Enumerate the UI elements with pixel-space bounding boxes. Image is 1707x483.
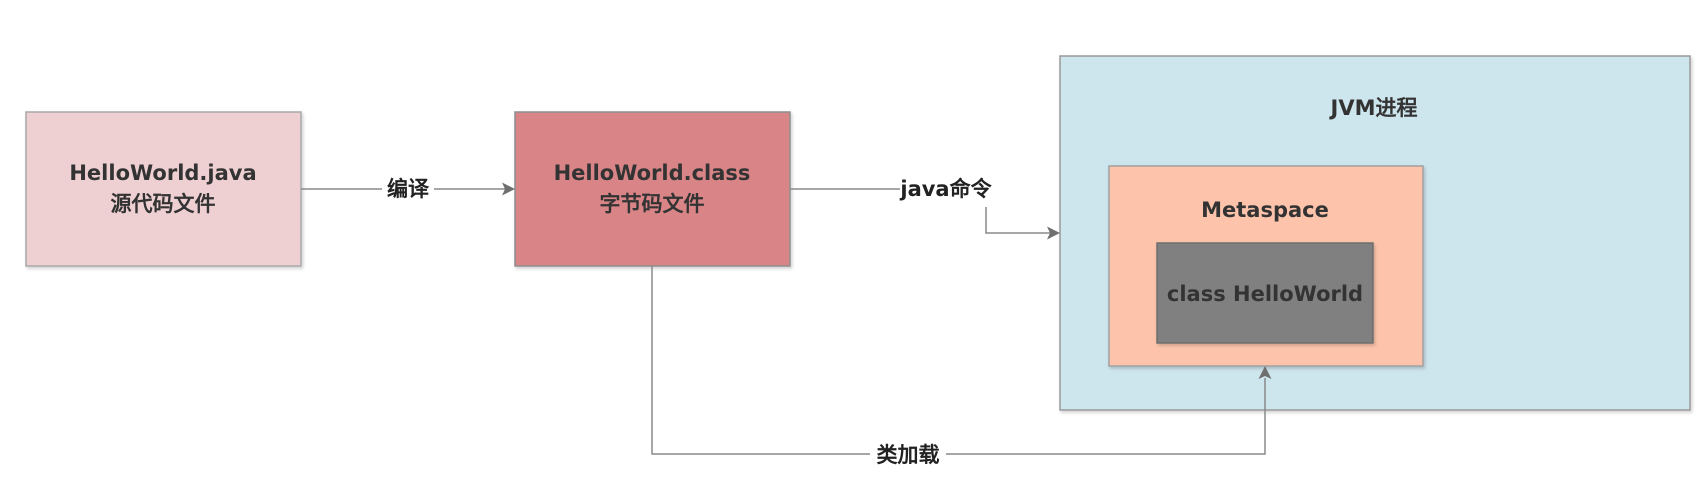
bytecode-file-subtitle: 字节码文件 (600, 192, 705, 216)
java-command-arrow-head (1047, 226, 1060, 240)
class-load-edge-label: 类加载 (877, 443, 940, 467)
jvm-process-title: JVM进程 (1329, 96, 1418, 120)
class-helloworld-box (1156, 242, 1374, 344)
class-helloworld-label: class HelloWorld (1167, 282, 1363, 306)
bytecode-file-title: HelloWorld.class (554, 161, 751, 185)
compile-edge[interactable]: 编译 (301, 177, 515, 201)
bytecode-file-node[interactable]: HelloWorld.class 字节码文件 (514, 111, 791, 267)
metaspace-title: Metaspace (1201, 198, 1329, 222)
compile-edge-label: 编译 (387, 177, 430, 201)
class-load-arrow-head (1258, 366, 1272, 379)
source-file-node[interactable]: HelloWorld.java 源代码文件 (25, 111, 302, 267)
java-command-edge[interactable]: java命令 (790, 177, 1060, 240)
java-command-edge-line-b (985, 207, 1050, 234)
compile-arrow-head (502, 182, 515, 196)
source-file-subtitle: 源代码文件 (111, 192, 216, 216)
bytecode-file-box (514, 111, 791, 267)
class-load-edge[interactable]: 类加载 (651, 266, 1272, 467)
class-helloworld-node[interactable]: class HelloWorld (1156, 242, 1374, 344)
class-load-edge-line-b (946, 378, 1266, 455)
source-file-title: HelloWorld.java (69, 161, 256, 185)
source-file-box (25, 111, 302, 267)
class-load-edge-line-a (651, 266, 870, 455)
java-command-edge-label: java命令 (899, 177, 992, 201)
